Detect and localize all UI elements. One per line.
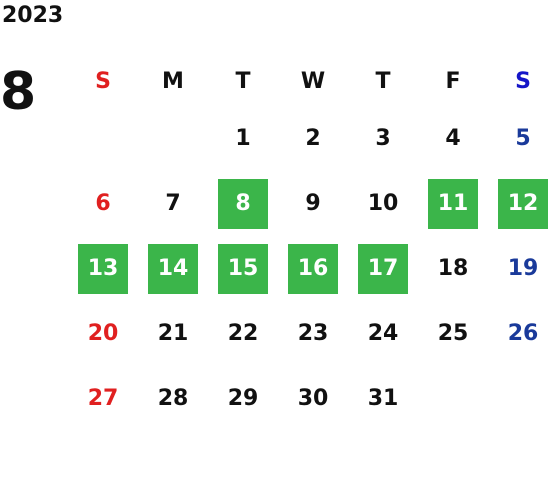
day-cell: 20 bbox=[68, 299, 138, 364]
day-number: 8 bbox=[218, 178, 268, 229]
day-number: 3 bbox=[375, 126, 391, 151]
day-number: 25 bbox=[437, 321, 469, 346]
day-cell-highlighted: 13 bbox=[68, 234, 138, 299]
day-number: 13 bbox=[78, 243, 128, 294]
day-cell: 1 bbox=[208, 104, 278, 169]
day-number: 1 bbox=[235, 126, 251, 151]
day-number: 9 bbox=[305, 191, 321, 216]
day-number bbox=[148, 114, 198, 164]
day-number bbox=[78, 114, 128, 164]
day-cell-highlighted: 8 bbox=[208, 169, 278, 234]
day-cell bbox=[138, 104, 208, 169]
day-number bbox=[428, 374, 478, 424]
day-number: 5 bbox=[515, 126, 531, 151]
day-cell: 31 bbox=[348, 364, 418, 429]
day-cell bbox=[488, 364, 548, 429]
weekday-header-monday: M bbox=[162, 68, 184, 94]
day-cell: 22 bbox=[208, 299, 278, 364]
day-number: 6 bbox=[95, 191, 111, 216]
day-number: 21 bbox=[157, 321, 189, 346]
day-number: 16 bbox=[288, 243, 338, 294]
day-cell: 5 bbox=[488, 104, 548, 169]
day-cell-highlighted: 12 bbox=[488, 169, 548, 234]
day-cell: 21 bbox=[138, 299, 208, 364]
day-cell: 28 bbox=[138, 364, 208, 429]
weekday-header-sunday: S bbox=[95, 68, 111, 94]
day-cell: 18 bbox=[418, 234, 488, 299]
weekday-header-tuesday: T bbox=[235, 68, 251, 94]
day-number: 24 bbox=[367, 321, 399, 346]
day-cell-highlighted: 14 bbox=[138, 234, 208, 299]
weekday-header-thursday: T bbox=[375, 68, 391, 94]
day-number: 14 bbox=[148, 243, 198, 294]
day-number: 15 bbox=[218, 243, 268, 294]
day-cell: 3 bbox=[348, 104, 418, 169]
day-number: 18 bbox=[437, 256, 469, 281]
day-cell: 29 bbox=[208, 364, 278, 429]
day-cell-highlighted: 15 bbox=[208, 234, 278, 299]
day-number: 17 bbox=[358, 243, 408, 294]
day-number: 20 bbox=[87, 321, 119, 346]
day-number: 31 bbox=[367, 386, 399, 411]
day-number bbox=[498, 374, 548, 424]
day-number: 2 bbox=[305, 126, 321, 151]
day-cell: 2 bbox=[278, 104, 348, 169]
day-number: 28 bbox=[157, 386, 189, 411]
weekday-header-wednesday: W bbox=[300, 68, 326, 94]
day-cell: 23 bbox=[278, 299, 348, 364]
day-number: 11 bbox=[428, 178, 478, 229]
calendar-grid: S M T W T F S 1 2 3 4 5 6 7 8 9 10 11 12… bbox=[68, 58, 548, 429]
day-cell bbox=[418, 364, 488, 429]
day-number: 7 bbox=[165, 191, 181, 216]
day-cell-highlighted: 17 bbox=[348, 234, 418, 299]
day-cell: 10 bbox=[348, 169, 418, 234]
month-label: 8 bbox=[0, 62, 37, 122]
day-number: 10 bbox=[367, 191, 399, 216]
day-cell-highlighted: 11 bbox=[418, 169, 488, 234]
day-cell: 7 bbox=[138, 169, 208, 234]
day-number: 12 bbox=[498, 178, 548, 229]
day-number: 29 bbox=[227, 386, 259, 411]
day-number: 30 bbox=[297, 386, 329, 411]
day-cell: 26 bbox=[488, 299, 548, 364]
day-number: 26 bbox=[507, 321, 539, 346]
day-number: 27 bbox=[87, 386, 119, 411]
day-number: 4 bbox=[445, 126, 461, 151]
day-cell-highlighted: 16 bbox=[278, 234, 348, 299]
day-number: 19 bbox=[507, 256, 539, 281]
day-cell: 25 bbox=[418, 299, 488, 364]
day-cell: 6 bbox=[68, 169, 138, 234]
weekday-header-saturday: S bbox=[515, 68, 531, 94]
day-number: 22 bbox=[227, 321, 259, 346]
day-cell bbox=[68, 104, 138, 169]
day-cell: 19 bbox=[488, 234, 548, 299]
day-cell: 24 bbox=[348, 299, 418, 364]
year-label: 2023 bbox=[2, 3, 64, 28]
day-cell: 27 bbox=[68, 364, 138, 429]
weekday-header-friday: F bbox=[445, 68, 461, 94]
day-cell: 30 bbox=[278, 364, 348, 429]
day-number: 23 bbox=[297, 321, 329, 346]
day-cell: 9 bbox=[278, 169, 348, 234]
day-cell: 4 bbox=[418, 104, 488, 169]
